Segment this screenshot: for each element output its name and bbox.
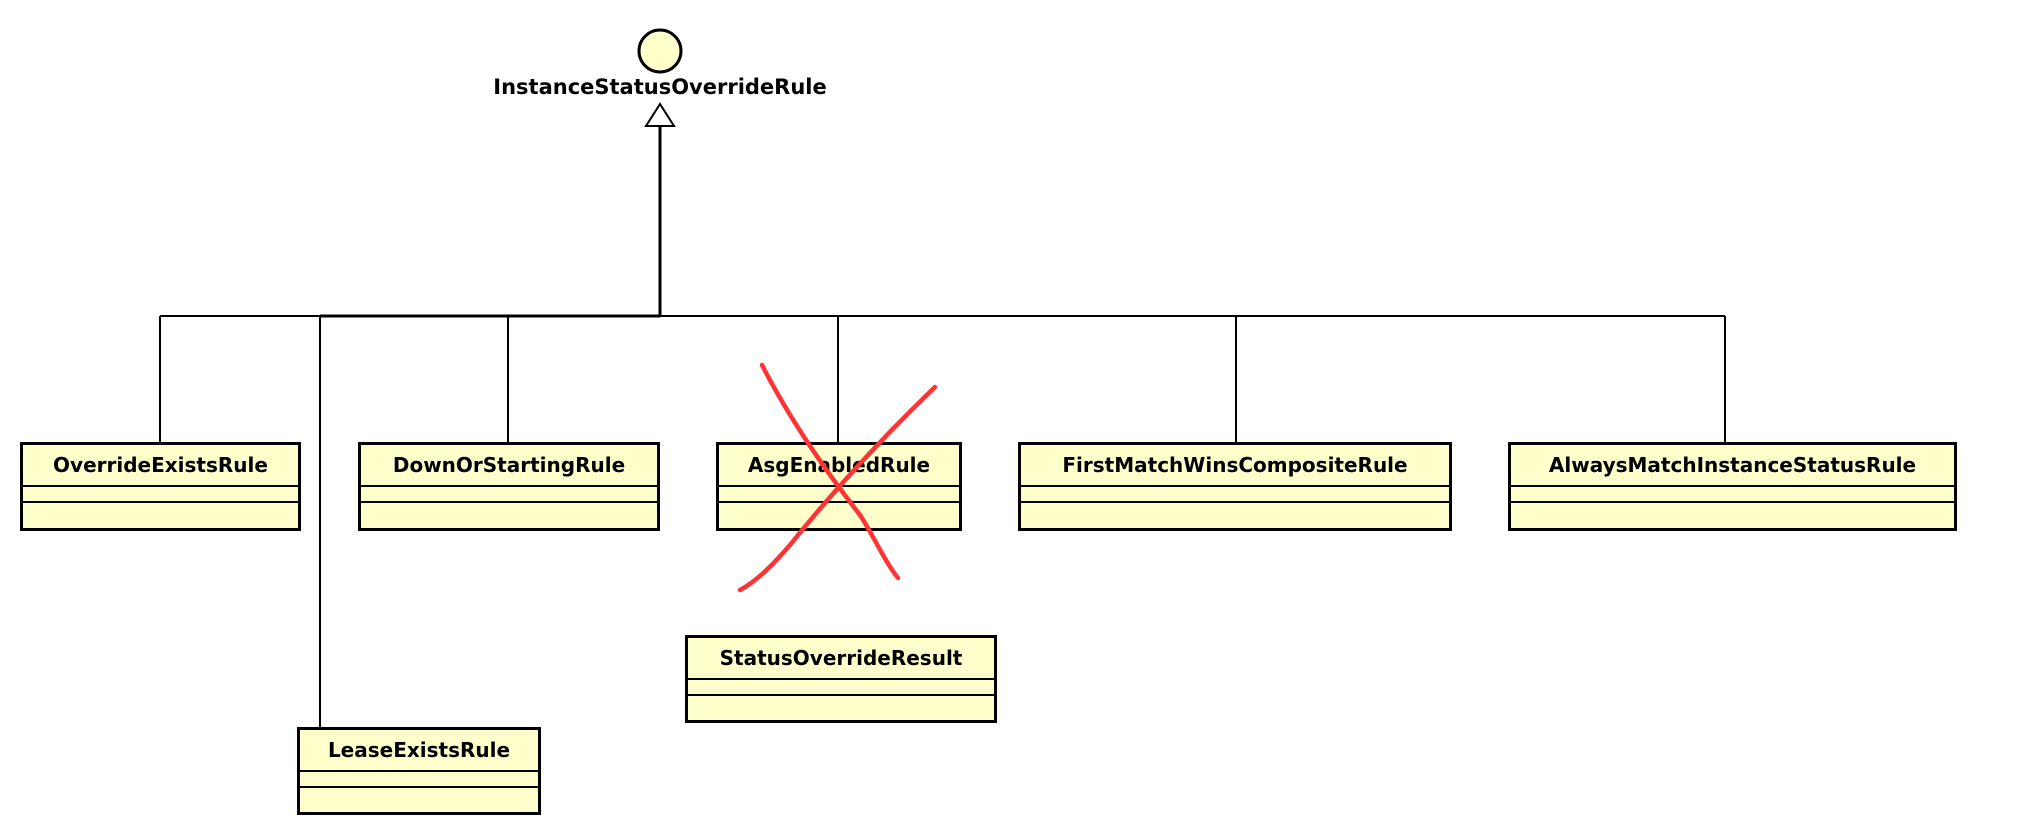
operations-compartment: [23, 503, 298, 515]
class-box-status-override-result: StatusOverrideResult: [685, 635, 997, 723]
class-box-asg-enabled: AsgEnabledRule: [716, 442, 962, 531]
class-box-lease-exists: LeaseExistsRule: [297, 727, 541, 815]
class-name: LeaseExistsRule: [300, 730, 538, 772]
attributes-compartment: [1511, 487, 1954, 503]
attributes-compartment: [23, 487, 298, 503]
attributes-compartment: [1021, 487, 1449, 503]
class-box-down-or-starting: DownOrStartingRule: [358, 442, 660, 531]
operations-compartment: [300, 788, 538, 800]
operations-compartment: [361, 503, 657, 515]
class-name: OverrideExistsRule: [23, 445, 298, 487]
class-name: AlwaysMatchInstanceStatusRule: [1511, 445, 1954, 487]
class-name: StatusOverrideResult: [688, 638, 994, 680]
operations-compartment: [719, 503, 959, 515]
operations-compartment: [1021, 503, 1449, 515]
attributes-compartment: [688, 680, 994, 696]
operations-compartment: [1511, 503, 1954, 515]
interface-name-label: InstanceStatusOverrideRule: [493, 75, 827, 99]
attributes-compartment: [300, 772, 538, 788]
attributes-compartment: [719, 487, 959, 503]
class-box-always-match: AlwaysMatchInstanceStatusRule: [1508, 442, 1957, 531]
attributes-compartment: [361, 487, 657, 503]
class-name: AsgEnabledRule: [719, 445, 959, 487]
interface-lollipop-icon: [637, 28, 683, 74]
class-box-first-match-wins: FirstMatchWinsCompositeRule: [1018, 442, 1452, 531]
realization-arrowhead-icon: [644, 102, 676, 127]
class-box-override-exists: OverrideExistsRule: [20, 442, 301, 531]
class-name: FirstMatchWinsCompositeRule: [1021, 445, 1449, 487]
operations-compartment: [688, 696, 994, 708]
class-name: DownOrStartingRule: [361, 445, 657, 487]
